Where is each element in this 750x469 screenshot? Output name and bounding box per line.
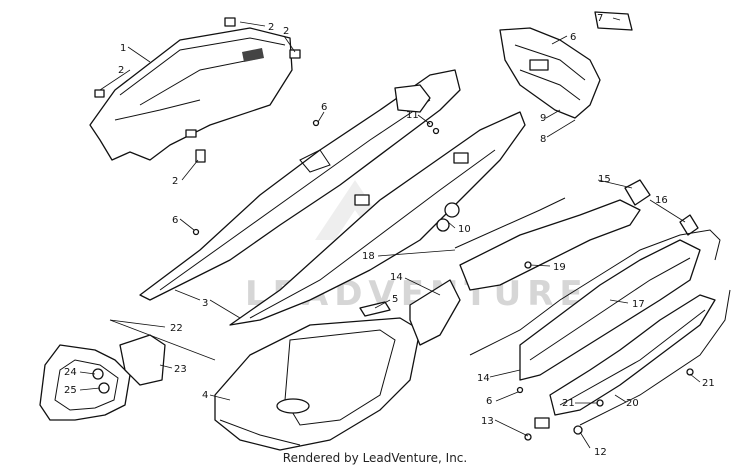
hood-cover-part[interactable] bbox=[89, 27, 293, 161]
fastener-clip-part[interactable] bbox=[94, 17, 301, 163]
rear-bumper-part[interactable] bbox=[409, 179, 699, 346]
rear-rack-frame-part[interactable] bbox=[469, 229, 731, 426]
callout-labels: 1 2 2 2 2 3 4 5 6 6 6 6 7 8 9 10 11 12 1… bbox=[64, 13, 715, 458]
callout-label: 21 bbox=[562, 398, 575, 409]
callout-label: 6 bbox=[570, 32, 576, 43]
callout-label: 14 bbox=[390, 272, 403, 283]
callout-label: 7 bbox=[597, 13, 603, 24]
callout-label: 15 bbox=[598, 174, 611, 185]
callout-label: 6 bbox=[172, 215, 178, 226]
callout-label: 2 bbox=[172, 176, 178, 187]
callout-label: 2 bbox=[268, 22, 274, 33]
callout-label: 14 bbox=[477, 373, 490, 384]
support-rod-part[interactable] bbox=[454, 197, 566, 249]
storage-tub-part[interactable] bbox=[214, 317, 421, 451]
callout-label: 4 bbox=[202, 390, 208, 401]
grommet-part[interactable] bbox=[436, 202, 460, 232]
callout-label: 3 bbox=[202, 298, 208, 309]
callout-label: 6 bbox=[486, 396, 492, 407]
leader-lines bbox=[79, 17, 701, 449]
callout-label: 12 bbox=[594, 447, 607, 458]
callout-label: 10 bbox=[458, 224, 471, 235]
callout-label: 19 bbox=[553, 262, 566, 273]
callout-label: 25 bbox=[64, 385, 77, 396]
callout-label: 18 bbox=[362, 251, 375, 262]
callout-label: 21 bbox=[702, 378, 715, 389]
hinge-pin-part[interactable] bbox=[524, 417, 583, 441]
callout-label: 2 bbox=[118, 65, 124, 76]
callout-label: 24 bbox=[64, 367, 77, 378]
callout-label: 1 bbox=[120, 43, 126, 54]
footer-credit: Rendered by LeadVenture, Inc. bbox=[282, 451, 468, 465]
callout-label: 9 bbox=[540, 113, 546, 124]
rack-fastener-part[interactable] bbox=[524, 261, 694, 407]
callout-label: 2 bbox=[283, 26, 289, 37]
callout-label: 17 bbox=[632, 299, 645, 310]
side-panel-part[interactable] bbox=[139, 69, 526, 326]
callout-label: 16 bbox=[655, 195, 668, 206]
callout-label: 20 bbox=[626, 398, 639, 409]
insert-pad-part[interactable] bbox=[359, 301, 391, 317]
hitch-receiver-part[interactable] bbox=[39, 334, 166, 421]
console-bracket-part[interactable] bbox=[499, 11, 633, 119]
callout-label: 6 bbox=[321, 102, 327, 113]
callout-label: 8 bbox=[540, 134, 546, 145]
callout-label: 13 bbox=[481, 416, 494, 427]
callout-label: 22 bbox=[170, 323, 183, 334]
callout-label: 23 bbox=[174, 364, 187, 375]
callout-label: 11 bbox=[406, 110, 419, 121]
callout-label: 5 bbox=[392, 294, 398, 305]
